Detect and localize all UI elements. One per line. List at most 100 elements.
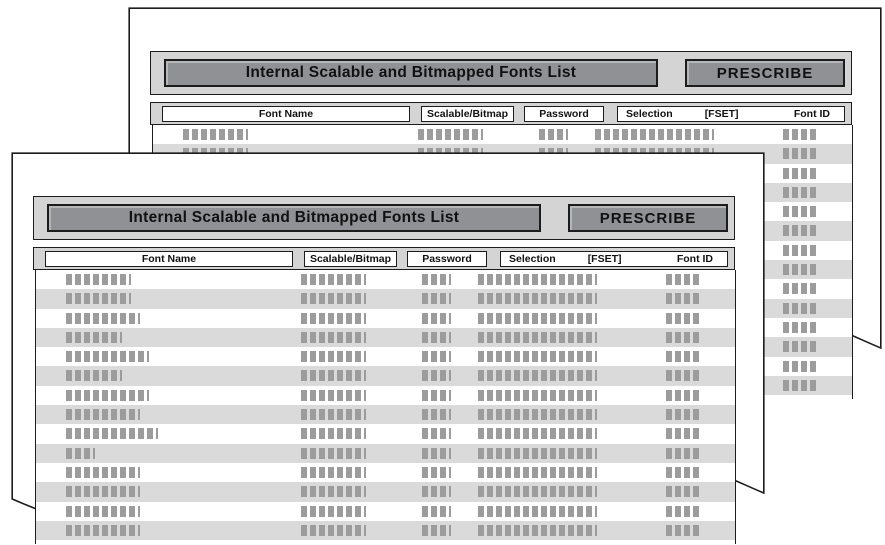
block-mark <box>532 428 538 440</box>
block-mark <box>559 293 565 305</box>
block-mark <box>541 447 547 459</box>
block-mark <box>301 274 307 285</box>
block-mark <box>801 206 807 218</box>
block-mark <box>111 428 117 440</box>
block-mark <box>310 524 316 536</box>
block-mark <box>328 409 334 421</box>
block-mark <box>319 274 325 285</box>
prescribe-badge: PRESCRIBE <box>685 59 845 87</box>
block-mark <box>693 312 699 324</box>
block-mark <box>684 370 690 382</box>
block-mark <box>595 293 597 305</box>
block-mark <box>550 312 556 324</box>
redacted-value-blocks <box>66 447 98 459</box>
block-mark <box>783 283 789 295</box>
block-mark <box>532 274 538 285</box>
block-mark <box>328 524 334 536</box>
block-mark <box>129 351 135 363</box>
block-mark <box>783 321 789 333</box>
block-mark <box>310 505 316 517</box>
redacted-value-blocks <box>301 351 369 363</box>
block-mark <box>478 505 484 517</box>
block-mark <box>586 447 592 459</box>
redacted-value-blocks <box>478 466 600 478</box>
block-mark <box>84 389 90 401</box>
block-mark <box>666 312 672 324</box>
block-mark <box>310 389 316 401</box>
block-mark <box>93 389 99 401</box>
block-mark <box>523 428 529 440</box>
block-mark <box>310 331 316 343</box>
block-mark <box>505 331 511 343</box>
block-mark <box>102 331 108 343</box>
block-mark <box>675 293 681 305</box>
block-mark <box>364 331 366 343</box>
block-mark <box>346 331 352 343</box>
block-mark <box>440 351 446 363</box>
block-mark <box>523 351 529 363</box>
column-header-selection: Selection <box>509 252 556 265</box>
block-mark <box>550 389 556 401</box>
redacted-value-blocks <box>418 129 486 140</box>
block-mark <box>364 466 366 478</box>
block-mark <box>449 428 451 440</box>
redacted-value-blocks <box>301 389 369 401</box>
block-mark <box>449 312 451 324</box>
block-mark <box>422 274 428 285</box>
block-mark <box>75 505 81 517</box>
block-mark <box>496 524 502 536</box>
block-mark <box>328 351 334 363</box>
block-mark <box>478 351 484 363</box>
block-mark <box>487 428 493 440</box>
block-mark <box>328 370 334 382</box>
block-mark <box>449 524 451 536</box>
block-mark <box>66 370 72 382</box>
block-mark <box>577 447 583 459</box>
block-mark <box>120 312 126 324</box>
block-mark <box>355 351 361 363</box>
block-mark <box>783 167 789 179</box>
block-mark <box>523 389 529 401</box>
block-mark <box>102 370 108 382</box>
block-mark <box>514 409 520 421</box>
redacted-value-blocks <box>301 331 369 343</box>
block-mark <box>346 486 352 498</box>
block-mark <box>454 129 460 140</box>
redacted-value-blocks <box>666 274 702 285</box>
block-mark <box>801 341 807 353</box>
block-mark <box>431 409 437 421</box>
block-mark <box>93 370 99 382</box>
redacted-value-blocks <box>66 428 161 440</box>
block-mark <box>505 409 511 421</box>
block-mark <box>684 331 690 343</box>
table-row <box>36 366 735 386</box>
redacted-value-blocks <box>183 129 251 140</box>
block-mark <box>120 466 126 478</box>
block-mark <box>431 447 437 459</box>
block-mark <box>505 466 511 478</box>
block-mark <box>337 370 343 382</box>
block-mark <box>541 293 547 305</box>
redacted-value-blocks <box>783 244 819 256</box>
table-row <box>36 405 735 425</box>
block-mark <box>496 447 502 459</box>
block-mark <box>613 129 619 140</box>
block-mark <box>310 274 316 285</box>
block-mark <box>120 428 126 440</box>
block-mark <box>523 370 529 382</box>
redacted-value-blocks <box>422 486 454 498</box>
block-mark <box>810 283 816 295</box>
block-mark <box>550 524 556 536</box>
block-mark <box>514 389 520 401</box>
block-mark <box>440 524 446 536</box>
block-mark <box>684 389 690 401</box>
block-mark <box>422 312 428 324</box>
block-mark <box>84 486 90 498</box>
block-mark <box>559 505 565 517</box>
block-mark <box>684 409 690 421</box>
block-mark <box>93 505 99 517</box>
redacted-value-blocks <box>301 466 369 478</box>
block-mark <box>577 274 583 285</box>
block-mark <box>301 447 307 459</box>
block-mark <box>111 524 117 536</box>
